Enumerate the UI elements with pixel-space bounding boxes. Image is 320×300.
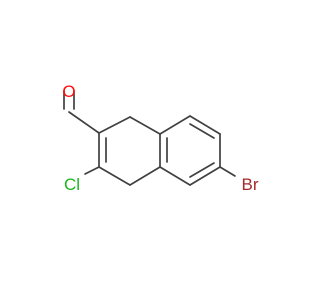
molecule-structure: O Cl Br [62,82,258,194]
bromine-label: Br [242,175,259,194]
bond-c3-cl [84,166,100,175]
bond-c8a-c8 [159,115,191,135]
bond-c6-c5-inner [189,162,215,178]
bond-c6-c5 [189,166,221,186]
bond-c5-c4a [159,166,191,186]
chlorine-label: Cl [64,175,80,194]
bond-c6-br [219,166,236,177]
atom-labels: O Cl Br [62,82,258,194]
bond-c8-c7 [189,115,221,135]
bond-cho-c2 [68,111,100,134]
bond-c4-c4a [129,166,161,186]
oxygen-label: O [62,82,75,101]
bond-c3-c4 [98,166,131,186]
bond-c1-c8a [129,116,161,135]
bond-c2-c1 [98,116,131,134]
bond-c8-c7-inner [189,123,215,139]
bonds [63,90,236,186]
